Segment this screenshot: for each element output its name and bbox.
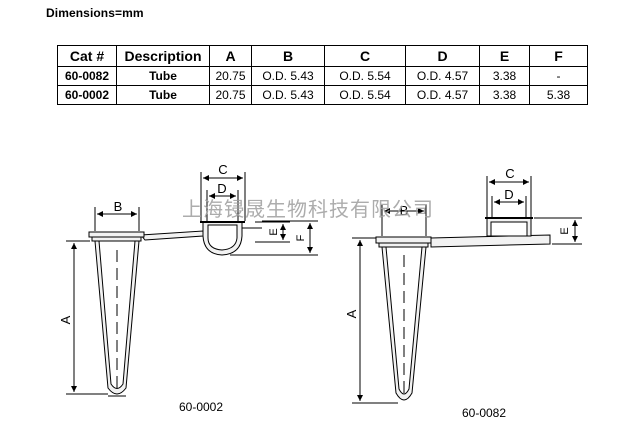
label-c: C xyxy=(505,166,514,181)
cap-inner xyxy=(490,221,528,237)
tube-drawing-60-0002 xyxy=(66,172,318,397)
left-drawing-labels: A B C D E F 60-0002 xyxy=(58,162,307,414)
tube-rim xyxy=(375,236,432,244)
cell-d: O.D. 4.57 xyxy=(405,66,480,86)
cell-cat: 60-0082 xyxy=(57,66,117,86)
label-e: E xyxy=(268,228,280,235)
watermark-text: 上海锓晟生物科技有限公司 xyxy=(182,197,434,221)
label-f: F xyxy=(295,234,307,241)
table-header-row: Cat # Description A B C D E F xyxy=(57,45,588,67)
label-d: D xyxy=(217,181,226,196)
tube-drawing-60-0082 xyxy=(352,176,582,404)
label-e: E xyxy=(559,227,571,234)
tube-rim xyxy=(88,231,145,238)
caption-60-0082: 60-0082 xyxy=(462,406,506,420)
cell-f: - xyxy=(529,66,588,86)
tube-rim-lower xyxy=(378,242,429,248)
caption-60-0002: 60-0002 xyxy=(179,400,223,414)
cell-c: O.D. 5.54 xyxy=(324,85,406,105)
label-b: B xyxy=(400,203,409,218)
label-a: A xyxy=(344,309,359,318)
label-c: C xyxy=(218,162,227,177)
cell-d: O.D. 4.57 xyxy=(405,85,480,105)
cell-cat: 60-0002 xyxy=(57,85,117,105)
cap-inner xyxy=(207,224,238,251)
label-a: A xyxy=(58,315,73,324)
dimensions-title: Dimensions=mm xyxy=(46,6,144,20)
tube-rim-lower xyxy=(91,236,142,242)
cap-strap xyxy=(140,230,204,241)
label-d: D xyxy=(504,187,513,202)
right-drawing-labels: A B C D E 60-0082 xyxy=(344,166,571,420)
table-row: 60-0002 Tube 20.75 O.D. 5.43 O.D. 5.54 O… xyxy=(57,85,588,105)
col-description: Description xyxy=(116,45,210,67)
cell-f: 5.38 xyxy=(529,85,588,105)
label-b: B xyxy=(114,199,123,214)
cap-strap xyxy=(430,234,551,248)
cell-b: O.D. 5.43 xyxy=(251,85,325,105)
spec-table: Cat # Description A B C D E F 60-0082 Tu… xyxy=(57,45,588,105)
